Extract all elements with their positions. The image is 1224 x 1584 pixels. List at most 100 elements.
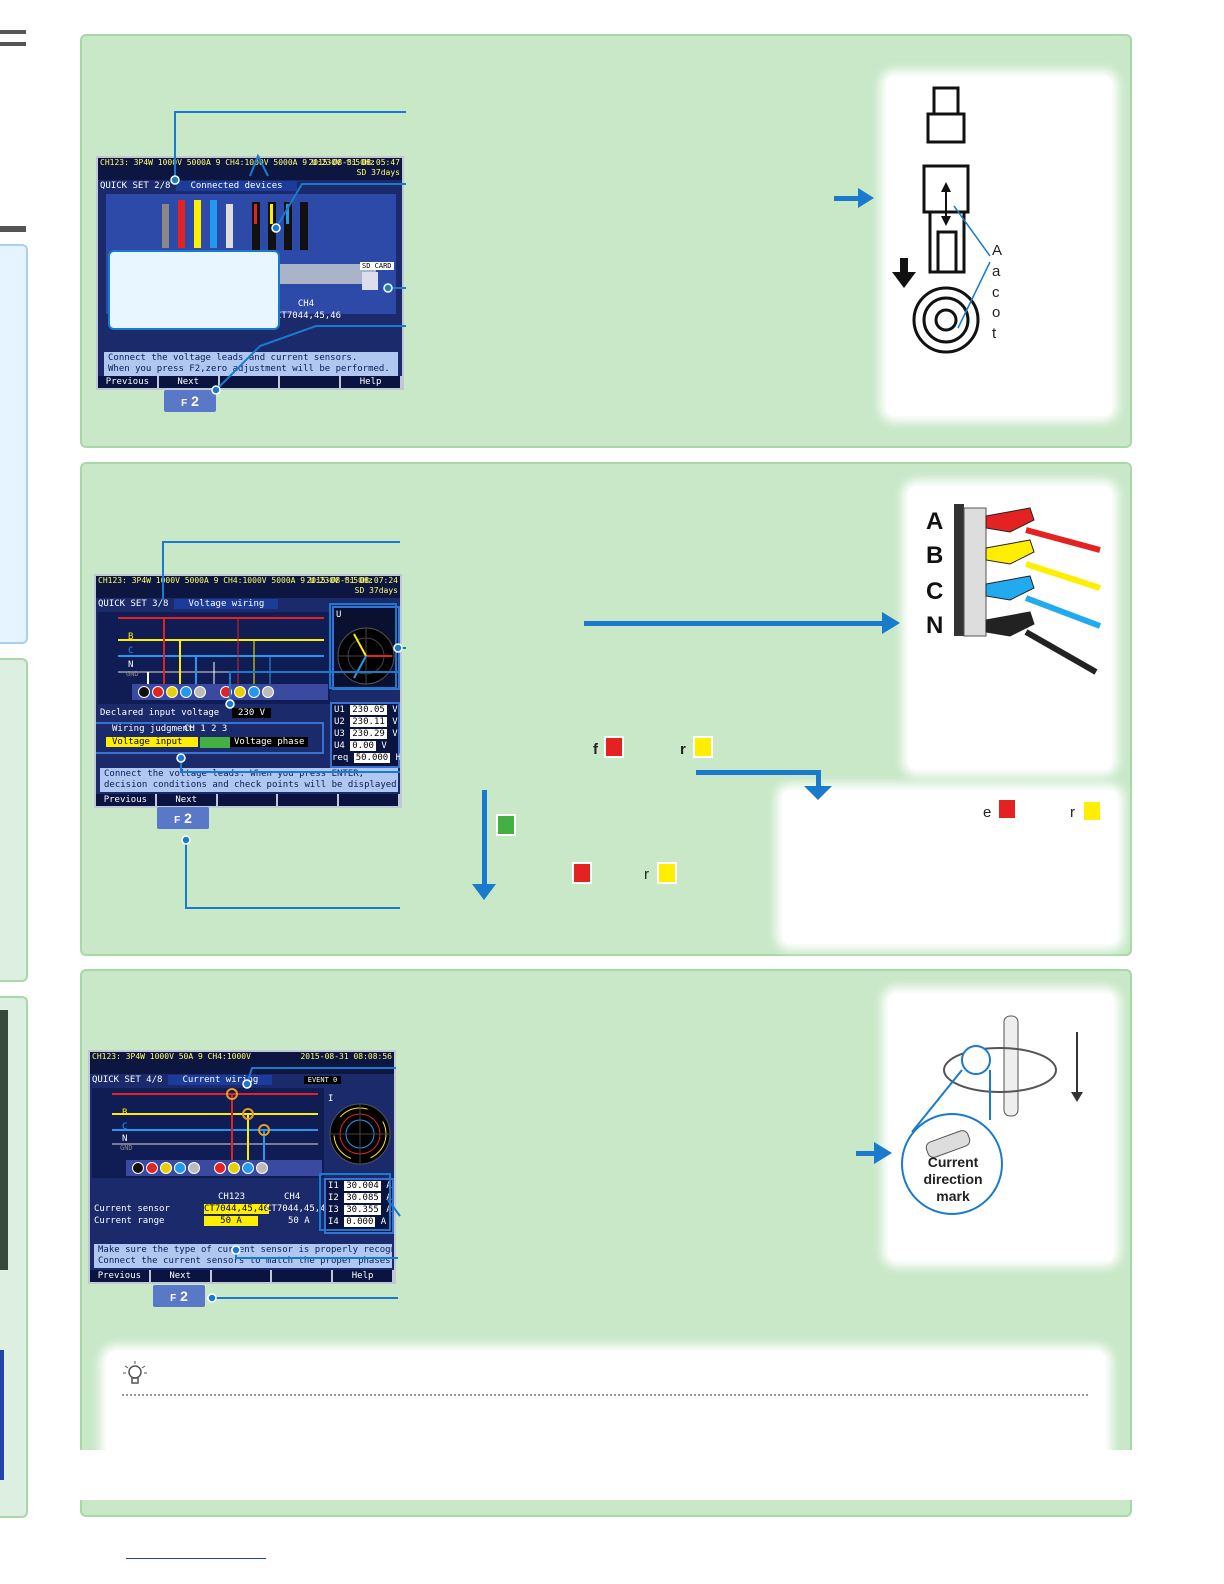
side-photo [0, 1010, 8, 1270]
current-sensor-label: Current sensor [94, 1204, 170, 1214]
terminal-i4 [256, 1162, 268, 1174]
sensor-ch4: CT7044,45,46 [266, 1204, 332, 1214]
yellow-square-1 [693, 736, 713, 758]
phase-b-label: B [122, 1108, 128, 1118]
reading-row: I3 30.355 A [328, 1205, 392, 1215]
reading-row: I2 30.085 A [328, 1193, 392, 1203]
sdcard-label: SD CARD [360, 262, 394, 270]
tip-box [106, 1351, 1106, 1461]
scope-u-label: U [336, 610, 342, 620]
side-blue-strip [0, 1350, 4, 1480]
terminal-i1 [214, 1162, 226, 1174]
reading-row: U2 230.11 V [334, 717, 398, 727]
leads-image [162, 200, 378, 290]
frag-r-2: r [1070, 804, 1075, 821]
terminal-u1 [146, 1162, 158, 1174]
phase-terminal-a: A [926, 508, 944, 535]
function-bar: Previous Next Help [98, 376, 402, 388]
status-bar-2: CH123: 3P4W 1000V 5000A 9 CH4:1000V 5000… [96, 576, 400, 598]
phase-terminal-b: B [926, 542, 944, 569]
fn-next[interactable]: Next [159, 376, 220, 388]
terminal-i2 [234, 686, 246, 698]
quick-set-2-screen: CH123: 3P4W 1000V 5000A 9 CH4:1000V 5000… [96, 156, 404, 390]
terminal-u2 [160, 1162, 172, 1174]
terminal-i4 [262, 686, 274, 698]
sensor-ch123: CT7044,45,46 [204, 1204, 270, 1214]
function-bar-3: Previous Next Help [90, 1270, 394, 1282]
voltage-phase-cell: Voltage phase [230, 737, 309, 747]
red-square-2 [572, 862, 592, 884]
phase-terminal-c: C [926, 578, 944, 605]
current-readings: I1 30.004 A I2 30.085 A I3 30.355 A I4 0… [324, 1178, 394, 1234]
frag-f: f [593, 741, 598, 758]
col-ch4: CH4 [284, 1192, 301, 1202]
terminal-n [138, 686, 150, 698]
footer-link-line[interactable] [126, 1558, 266, 1559]
fn-blank-5 [339, 794, 400, 806]
side-mark-mid [0, 226, 26, 232]
quick-set-4-screen: CH123: 3P4W 1000V 50A 9 CH4:1000V 2015-0… [88, 1050, 396, 1284]
fn-previous[interactable]: Previous [90, 1270, 151, 1282]
yellow-square-2 [657, 862, 677, 884]
scope-box-3: I [326, 1092, 392, 1176]
phase-gnd-label: GND [126, 670, 139, 678]
phase-n-label: N [122, 1134, 128, 1144]
fn-blank-3 [220, 376, 281, 388]
terminal-n [132, 1162, 144, 1174]
terminal-u1 [152, 686, 164, 698]
fn-blank-4 [278, 794, 340, 806]
yellow-square-3 [1082, 800, 1102, 822]
section3-callouts [207, 1015, 1083, 1303]
wiring-judgment-box: Wiring judgment CH 1 2 3 Voltage input V… [96, 722, 324, 754]
fn-blank-3 [212, 1270, 273, 1282]
bottom-white-band [80, 1450, 1144, 1500]
reading-row: U4 0.00 V [334, 741, 387, 751]
side-tab-1 [0, 244, 28, 644]
phase-terminal-n: N [926, 612, 944, 639]
reading-row: U1 230.05 V [334, 705, 398, 715]
range-ch123: 50 A [204, 1216, 258, 1226]
phase-c-label: C [122, 1122, 128, 1132]
frag-r-3: r [644, 866, 649, 883]
side-mark-top-2 [0, 42, 26, 46]
ch4-box: CH4 CT7044,45,46 [276, 299, 342, 321]
reading-row: U3 230.29 V [334, 729, 398, 739]
fn-next[interactable]: Next [157, 794, 218, 806]
fn-blank-3 [218, 794, 279, 806]
fn-help[interactable]: Help [341, 376, 402, 388]
scope-box: U [332, 606, 400, 690]
terminal-u4 [194, 686, 206, 698]
side-letter-2: a [992, 263, 1001, 280]
current-range-label: Current range [94, 1216, 165, 1226]
function-bar-2: Previous Next [96, 794, 400, 806]
side-letter-1: A [992, 242, 1003, 259]
side-letter-3: c [992, 284, 1000, 301]
section1-callouts [170, 86, 991, 395]
fn-previous[interactable]: Previous [96, 794, 157, 806]
callout-white-box [108, 250, 280, 330]
fn-next[interactable]: Next [151, 1270, 212, 1282]
reading-row: I4 0.000 A [328, 1217, 387, 1227]
phase-gnd-label: GND [120, 1144, 133, 1152]
terminal-i2 [228, 1162, 240, 1174]
green-square [496, 814, 516, 836]
screen-message-3: Make sure the type of current sensor is … [94, 1244, 392, 1268]
red-square-1 [604, 736, 624, 758]
scope-i-label: I [328, 1094, 334, 1104]
quick-set-3-screen: CH123: 3P4W 1000V 5000A 9 CH4:1000V 5000… [94, 574, 402, 808]
phase-n-label: N [128, 660, 134, 670]
fn-help[interactable]: Help [333, 1270, 394, 1282]
terminal-u3 [180, 686, 192, 698]
side-letter-4: o [992, 304, 1001, 321]
f2-key-3[interactable]: F 2 [153, 1285, 205, 1307]
fn-previous[interactable]: Previous [98, 376, 159, 388]
tip-divider [122, 1394, 1088, 1396]
f2-key-2[interactable]: F 2 [157, 807, 209, 829]
side-mark-top [0, 30, 26, 34]
voltage-readings: U1 230.05 V U2 230.11 V U3 230.29 V U4 0… [330, 702, 400, 768]
lightbulb-icon [120, 1358, 150, 1388]
f2-key-1[interactable]: F 2 [164, 390, 216, 412]
